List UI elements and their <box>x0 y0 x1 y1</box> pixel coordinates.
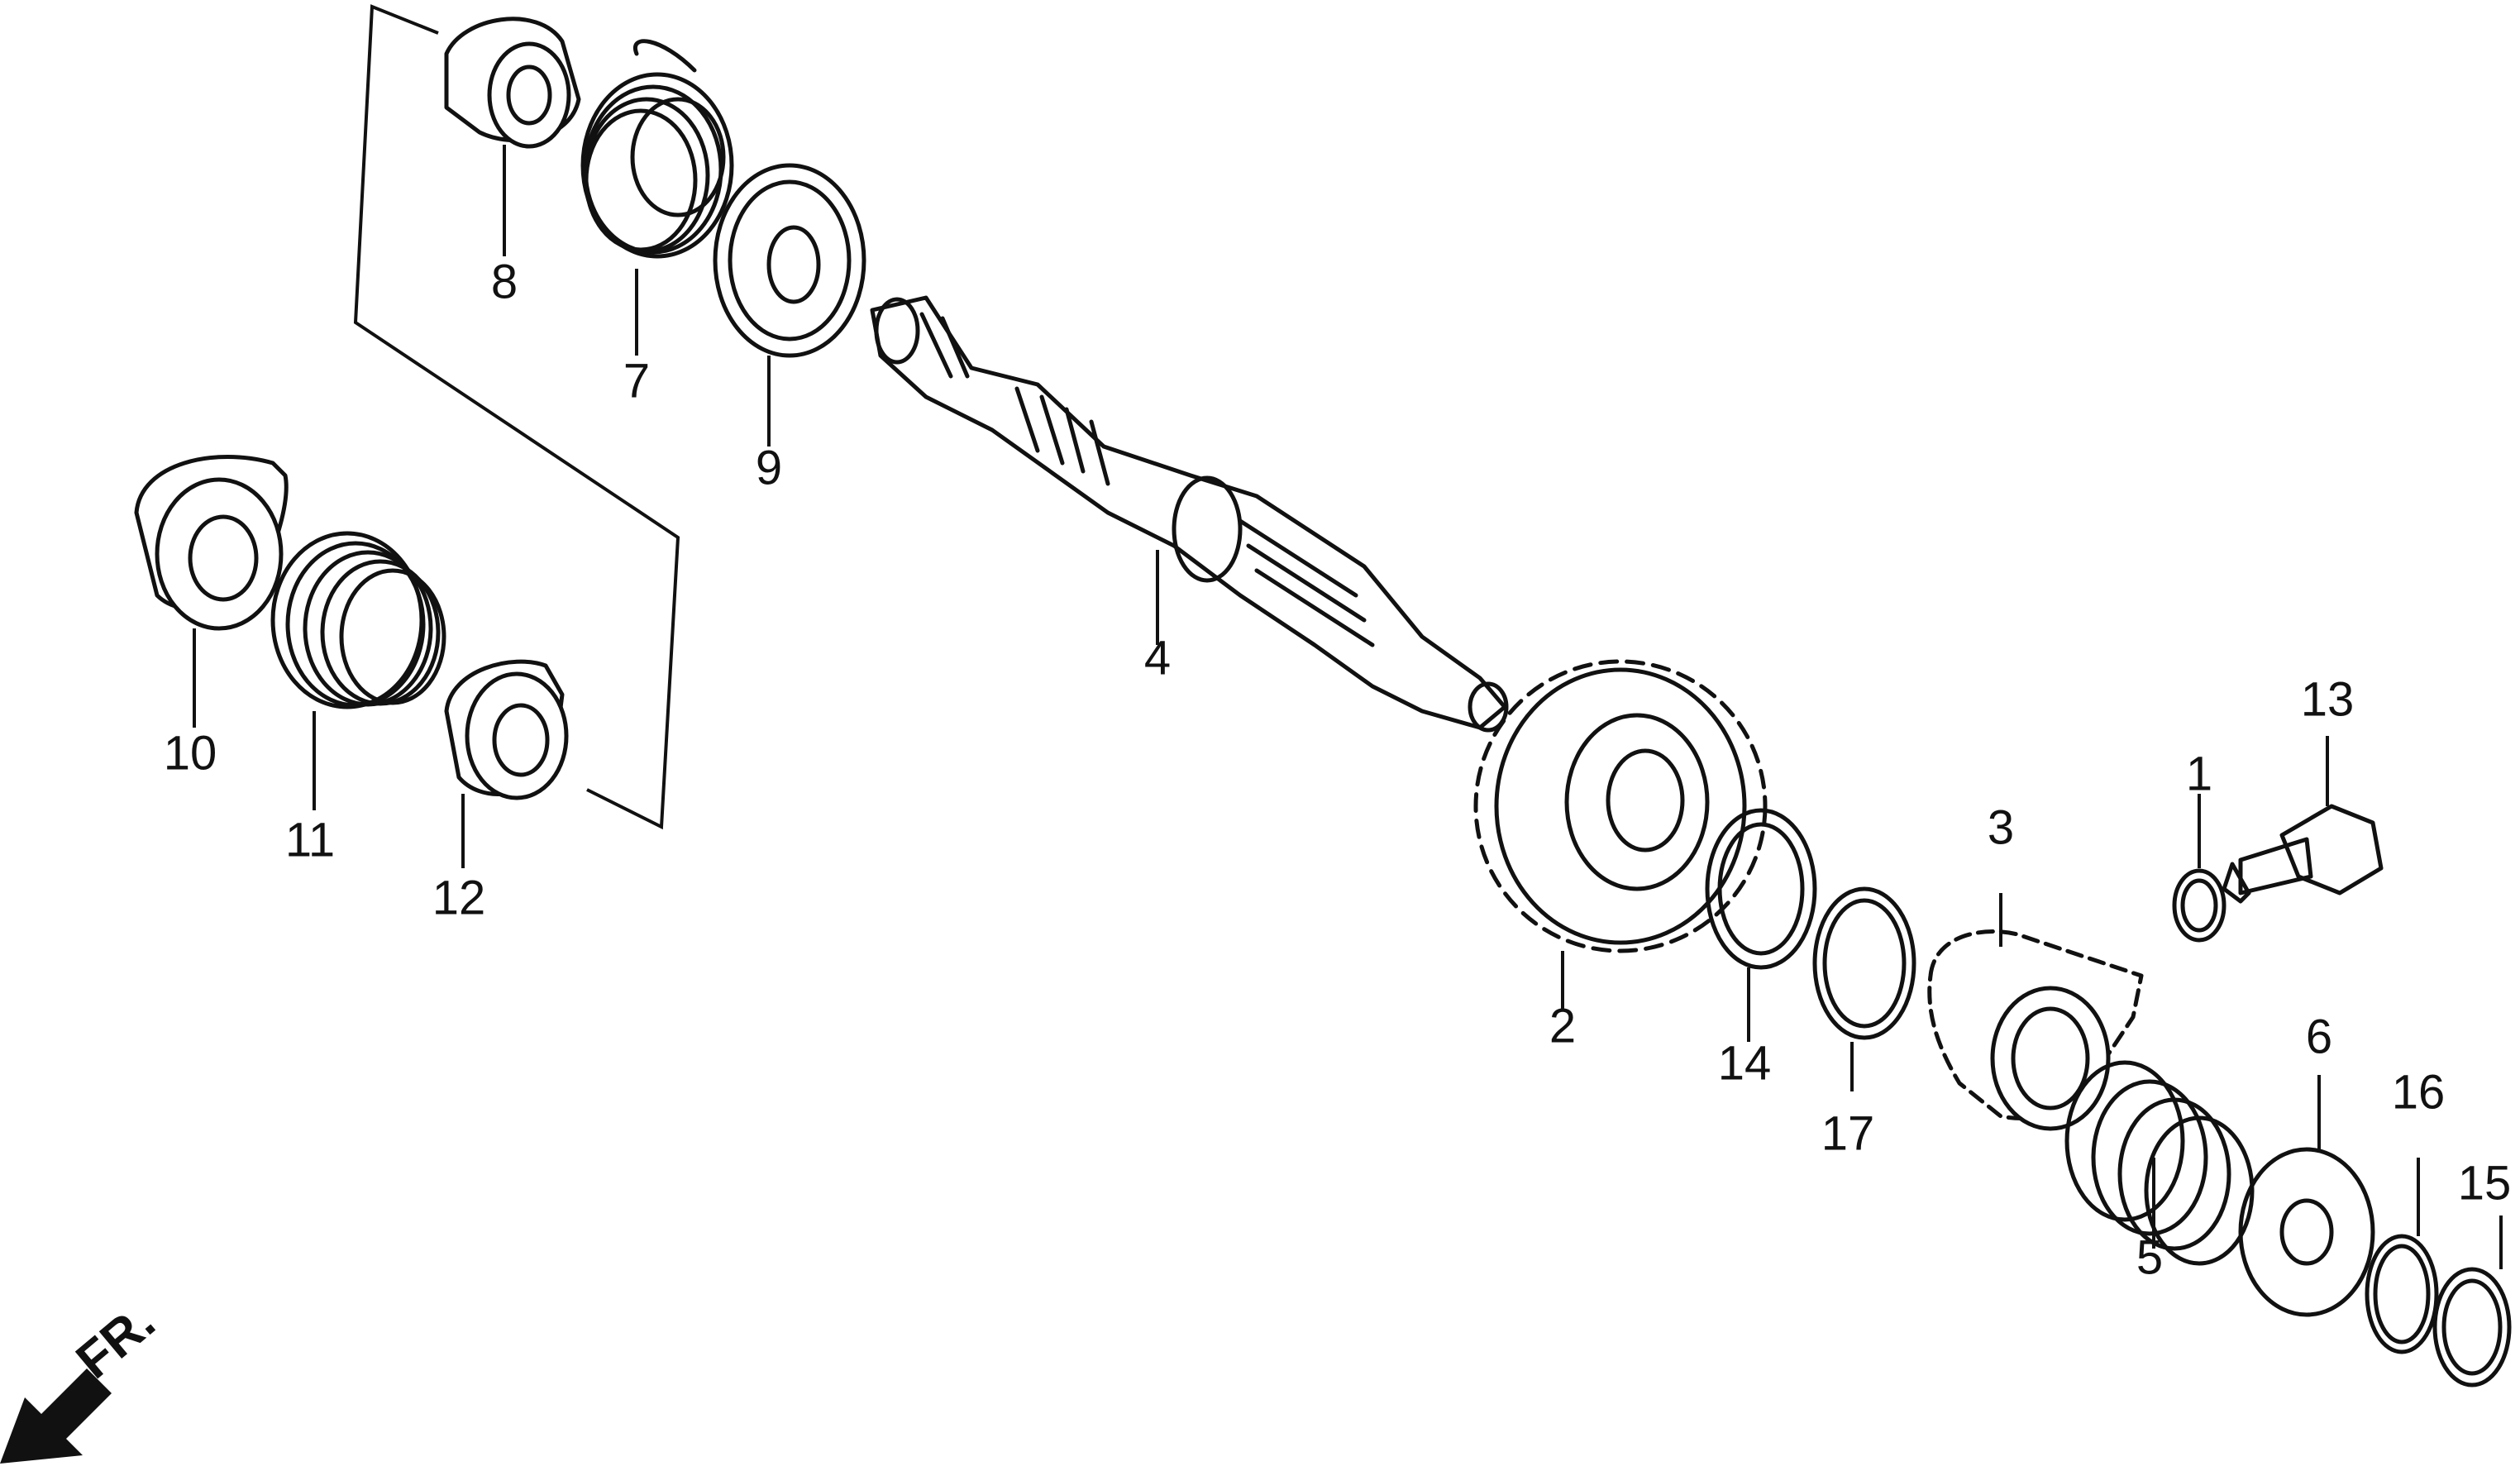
part-8-collar <box>444 17 581 149</box>
part-3-ratchet <box>1927 929 2144 1131</box>
callout-2: 2 <box>1549 999 1576 1053</box>
part-16-circlip <box>2365 1234 2439 1354</box>
part-5-spring <box>2064 1060 2255 1266</box>
front-orientation-indicator: FR. <box>0 1293 166 1464</box>
group-bracket <box>353 4 680 830</box>
callout-7: 7 <box>623 354 650 408</box>
part-7-spring <box>580 39 734 259</box>
part-2-gear <box>1473 659 1768 953</box>
part-6-washer <box>2238 1147 2375 1317</box>
callout-10: 10 <box>164 726 217 780</box>
part-11-spring <box>270 531 446 709</box>
part-17-circlip <box>1812 886 1916 1040</box>
part-4-shaft <box>870 295 1509 733</box>
callout-11: 11 <box>285 813 335 867</box>
callout-15: 15 <box>2458 1156 2512 1210</box>
front-arrow-icon <box>0 1368 112 1464</box>
callout-12: 12 <box>432 871 486 924</box>
callout-16: 16 <box>2392 1065 2446 1119</box>
callout-labels: 8 7 9 4 10 11 12 2 14 17 3 5 6 16 15 1 1… <box>164 255 2512 1284</box>
part-14-washer <box>1705 808 1817 970</box>
callout-17: 17 <box>1821 1106 1875 1160</box>
callout-3: 3 <box>1988 800 2014 854</box>
leader-lines <box>193 145 2503 1269</box>
callout-13: 13 <box>2301 672 2355 726</box>
callout-14: 14 <box>1718 1036 1772 1090</box>
callout-8: 8 <box>491 255 518 308</box>
callout-4: 4 <box>1144 631 1171 685</box>
callout-6: 6 <box>2306 1010 2332 1063</box>
callout-5: 5 <box>2136 1230 2163 1284</box>
callout-1: 1 <box>2186 747 2212 800</box>
part-10-bushing <box>134 455 289 631</box>
part-1-washer <box>2172 868 2226 943</box>
part-13-bolt <box>2222 804 2384 904</box>
part-9-washer <box>713 163 866 358</box>
callout-9: 9 <box>756 441 782 494</box>
part-12-collar <box>444 659 569 800</box>
part-15-washer <box>2432 1267 2512 1387</box>
